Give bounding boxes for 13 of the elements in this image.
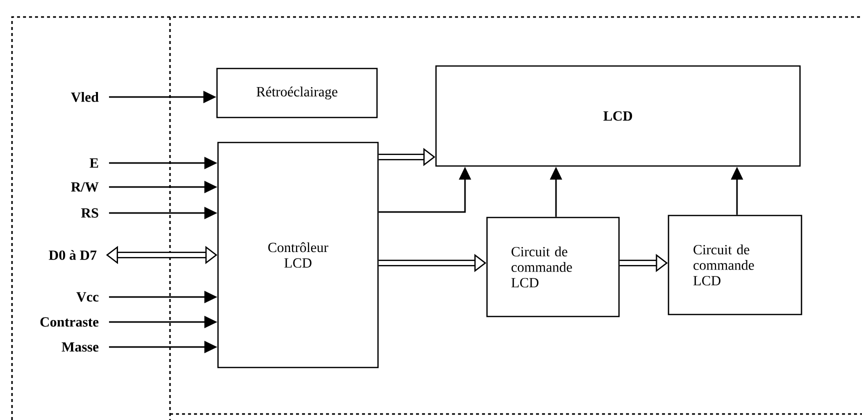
block-box: Circuit de commande LCD (486, 216, 620, 318)
signal-label: Masse (62, 342, 98, 352)
signal-label: Vcc (76, 292, 98, 302)
block-box: Rétroéclairage (216, 68, 378, 118)
lcd-box: LCD (435, 65, 801, 167)
block-box: Circuit de commande LCD (668, 214, 802, 316)
signal-label: Vled (70, 92, 99, 102)
signal-label: Contraste (40, 317, 98, 327)
signal-label: RS (81, 208, 98, 218)
signal-label: D0 à D7 (48, 250, 96, 260)
block-box: Contrôleur LCD (217, 142, 379, 368)
signal-label: R/W (71, 182, 99, 192)
signal-label: E (90, 158, 98, 168)
